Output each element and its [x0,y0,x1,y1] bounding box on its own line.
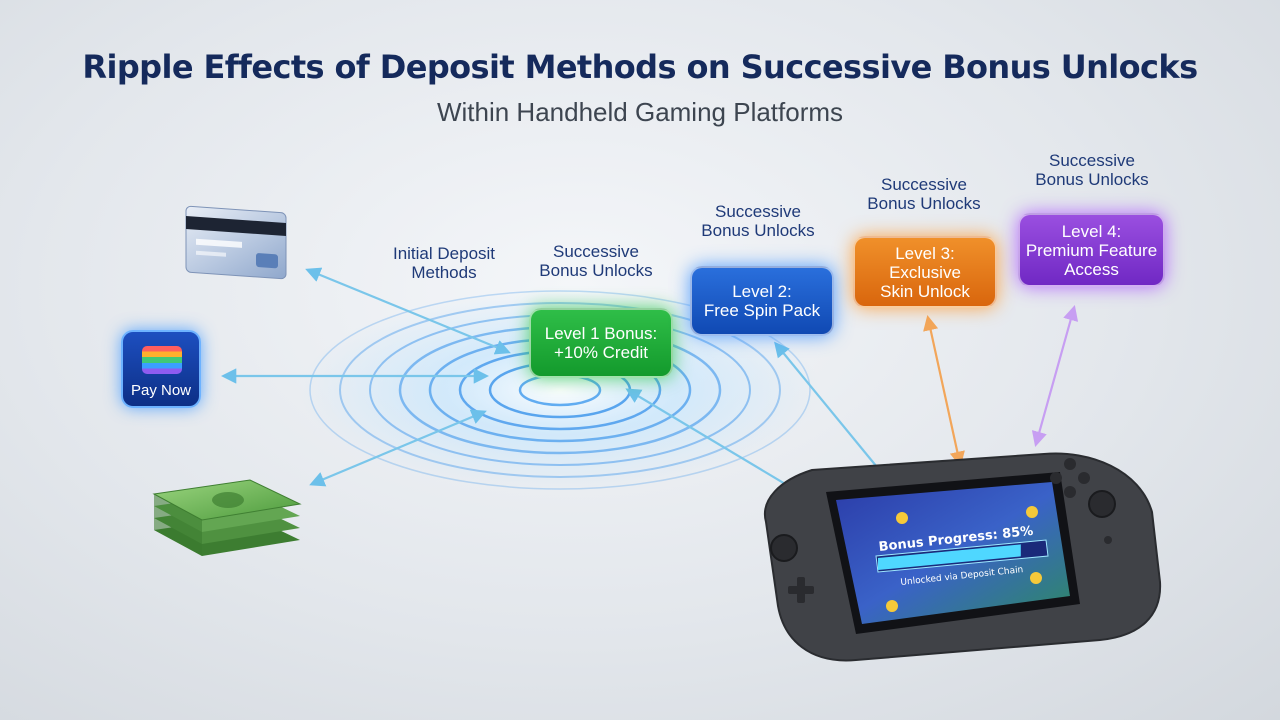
pay-now-wallet-icon: Pay Now [121,330,201,408]
page-title: Ripple Effects of Deposit Methods on Suc… [82,48,1198,86]
credit-card-icon [185,205,287,280]
page-subtitle: Within Handheld Gaming Platforms [436,97,844,127]
deposit-arrows [220,267,511,487]
cash-stack-icon [152,479,302,556]
wallet-icon [142,346,182,374]
bonus-level-2: Level 2:Free Spin Pack [690,266,834,336]
pay-now-label: Pay Now [130,382,192,399]
bonus-progress-fill [878,544,1021,570]
bonus-level-1: Level 1 Bonus:+10% Credit [529,308,673,378]
bonus-arrows [625,305,1079,502]
handheld-console [763,452,1162,662]
